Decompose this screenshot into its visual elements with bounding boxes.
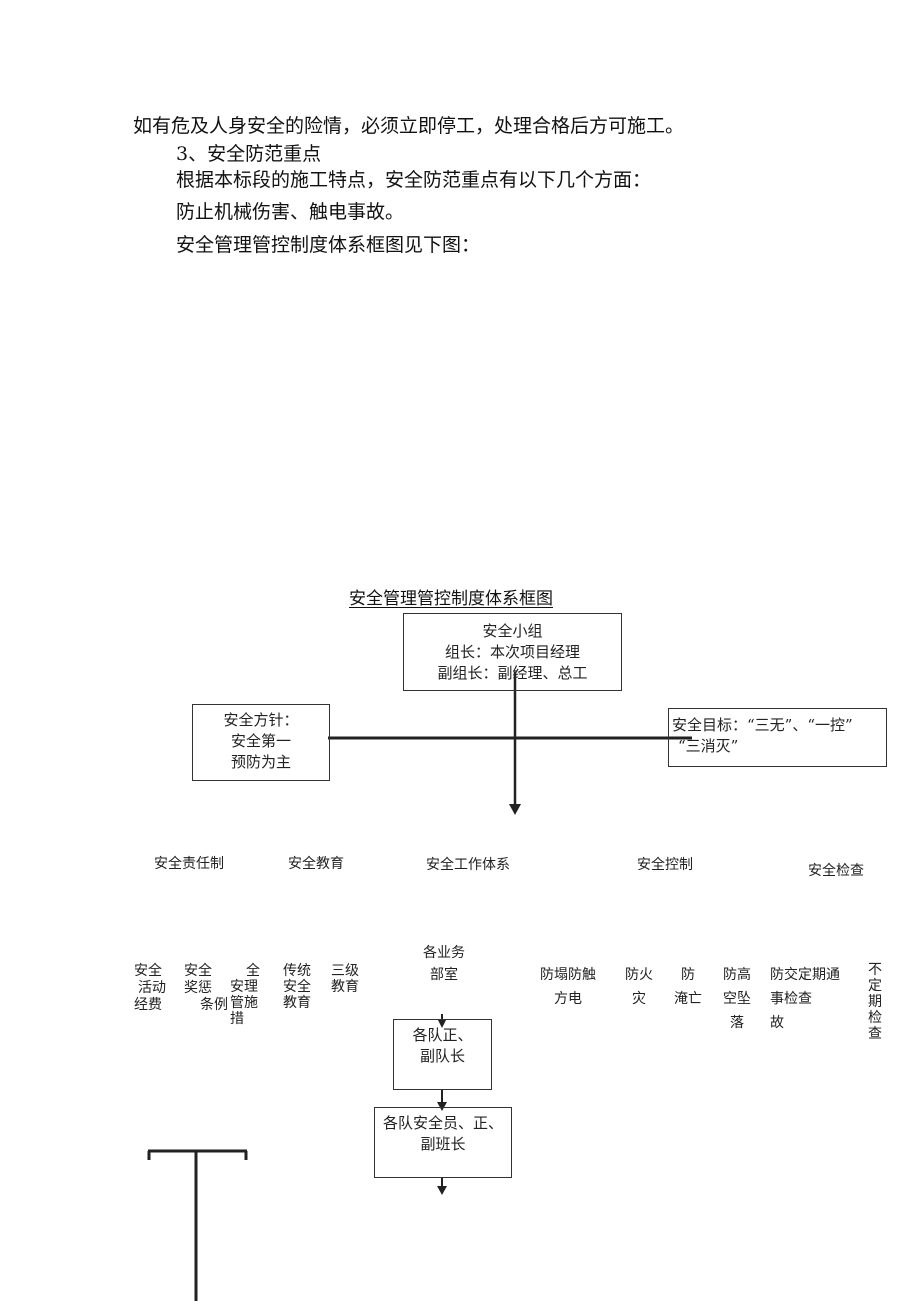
- goal-line1: 安全目标：“三无”、“一控”: [672, 716, 853, 734]
- group-down-arrowhead: [509, 804, 521, 815]
- irregular-inspection-label: 不 定 期 检 查: [868, 962, 882, 1042]
- safety-group-title: 安全小组: [482, 622, 543, 640]
- reward-penalty-label: 安全 奖惩 条例: [184, 963, 228, 1013]
- safety-measures-label: 全 安理 管施 措: [230, 963, 260, 1027]
- fire-prevention-label: 防火 灾: [625, 967, 653, 1007]
- safety-policy-box: 安全方针： 安全第一 预防为主: [192, 704, 330, 781]
- policy-label: 安全方针：: [223, 711, 299, 729]
- safety-group-box: 安全小组 组长：本次项目经理 副组长：副经理、总工: [403, 613, 622, 691]
- policy-line2: 预防为主: [230, 753, 291, 771]
- category-control: 安全控制: [637, 857, 693, 873]
- category-education: 安全教育: [288, 856, 344, 872]
- safety-officer-box: 各队安全员、正、 副班长: [374, 1107, 512, 1178]
- flood-prevention-label: 防 淹亡: [674, 967, 702, 1007]
- category-inspection: 安全检查: [808, 863, 864, 879]
- paragraph-prevent: 防止机械伤害、触电事故。: [176, 201, 405, 223]
- team-leader-box: 各队正、 副队长: [393, 1019, 492, 1090]
- paragraph-stop-work: 如有危及人身安全的险情，必须立即停工，处理合格后方可施工。: [133, 115, 685, 137]
- paragraph-diagram-intro: 安全管理管控制度体系框图见下图：: [176, 234, 481, 256]
- three-level-education-label: 三级 教育: [331, 963, 359, 995]
- team-arrowhead: [437, 1102, 447, 1111]
- category-responsibility: 安全责任制: [154, 856, 224, 872]
- activity-fund-label: 安全 活动 经费: [134, 963, 166, 1013]
- officer-arrowhead: [437, 1186, 447, 1195]
- goal-line2: “三消灭”: [678, 737, 739, 755]
- safety-group-deputy: 副组长：副经理、总工: [437, 664, 588, 682]
- section-heading: 3、安全防范重点: [176, 143, 322, 165]
- departments-label: 各业务 部室: [423, 945, 465, 983]
- dept-arrowhead: [438, 1020, 446, 1028]
- paragraph-features: 根据本标段的施工特点，安全防范重点有以下几个方面：: [176, 169, 652, 191]
- collapse-shock-label: 防塌防触 方电: [540, 967, 596, 1007]
- traffic-regular-check-label: 防交定期通 事检查 故: [770, 967, 840, 1031]
- category-work-system: 安全工作体系: [426, 857, 510, 873]
- fall-prevention-label: 防高 空坠 落: [723, 967, 751, 1031]
- safety-group-leader: 组长：本次项目经理: [444, 643, 580, 661]
- safety-goal-box: 安全目标：“三无”、“一控” “三消灭”: [668, 708, 887, 767]
- diagram-title: 安全管理管控制度体系框图: [349, 589, 553, 609]
- traditional-education-label: 传统 安全 教育: [283, 963, 311, 1011]
- policy-line1: 安全第一: [230, 732, 291, 750]
